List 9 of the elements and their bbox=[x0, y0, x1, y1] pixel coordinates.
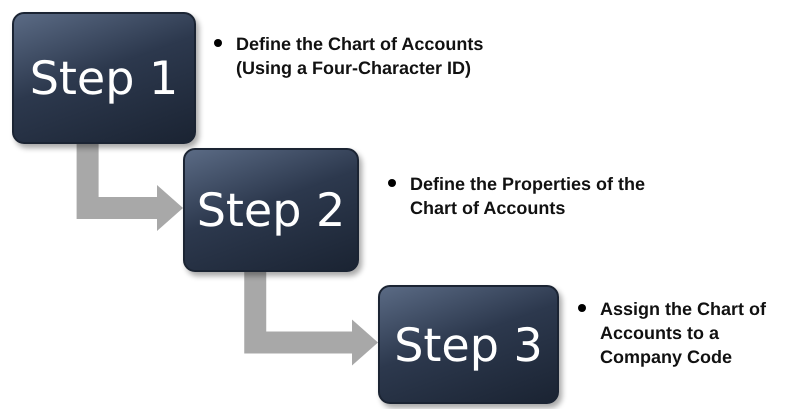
step-box bbox=[378, 285, 559, 404]
step-box bbox=[12, 12, 196, 144]
step-box bbox=[183, 148, 359, 272]
step-label: Step 2 bbox=[196, 183, 346, 237]
step-label: Step 3 bbox=[394, 318, 543, 372]
step-label: Step 1 bbox=[30, 51, 178, 105]
step-description: Assign the Chart of Accounts to a Company Code bbox=[600, 298, 768, 369]
step-description: Define the Properties of the Chart of Accounts bbox=[410, 173, 646, 220]
step-description: Define the Chart of Accounts (Using a Four-Character ID) bbox=[236, 33, 484, 80]
